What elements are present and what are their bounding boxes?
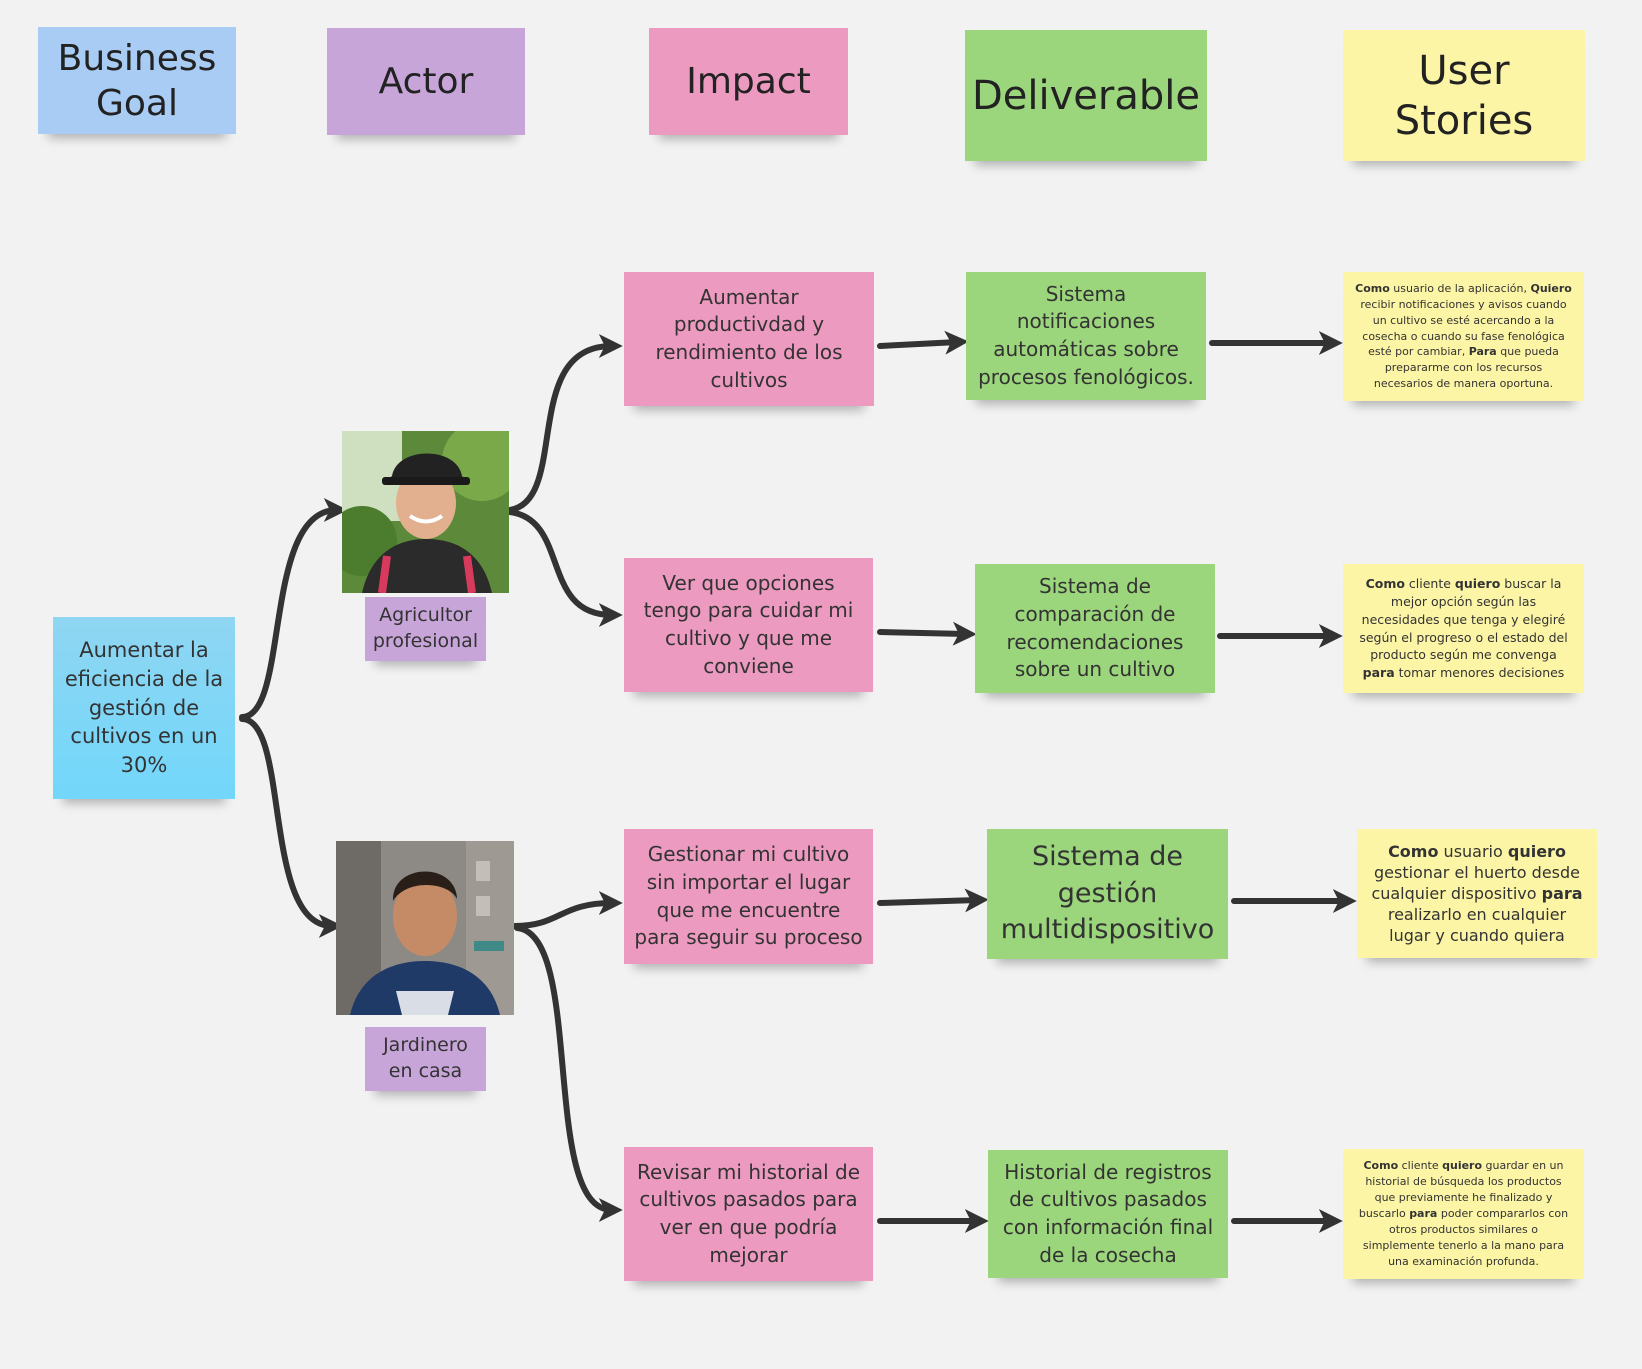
impact-1-text: Aumentar productivdad y rendimiento de l…: [655, 284, 843, 392]
header-deliverable[interactable]: Deliverable: [965, 30, 1207, 161]
user-story-1-text: Como usuario de la aplicación, Quiero re…: [1355, 281, 1572, 393]
deliverable-1-text: Sistema notificaciones automáticas sobre…: [978, 281, 1194, 389]
man-cap-photo-icon: [342, 431, 509, 593]
story-4-kw-para: para: [1409, 1207, 1438, 1221]
deliverable-note-1[interactable]: Sistema notificaciones automáticas sobre…: [966, 272, 1206, 400]
story-3-kw-como: Como: [1388, 841, 1439, 861]
deliverable-note-4[interactable]: Historial de registros de cultivos pasad…: [988, 1150, 1228, 1278]
story-3-kw-para: para: [1541, 883, 1583, 903]
impact-4-text: Revisar mi historial de cultivos pasados…: [636, 1159, 861, 1267]
arrow-actor1-to-impact-1: [507, 334, 623, 513]
impact-3-text: Gestionar mi cultivo sin importar el lug…: [634, 842, 863, 950]
story-2-kw-como: Como: [1365, 576, 1405, 592]
arrow-actor2-to-impact-3: [512, 891, 623, 929]
story-3-part-a: usuario: [1438, 841, 1508, 861]
deliverable-note-2[interactable]: Sistema de comparación de recomendacione…: [975, 564, 1215, 693]
actor-2-photo[interactable]: [336, 841, 514, 1015]
actor-1-label: Agricultor profesional: [372, 604, 479, 652]
header-deliverable-label: Deliverable: [972, 72, 1200, 119]
header-actor[interactable]: Actor: [327, 28, 525, 135]
deliverable-2-text: Sistema de comparación de recomendacione…: [1006, 574, 1184, 682]
arrow-actor2-to-impact-4: [514, 925, 623, 1222]
story-4-kw-quiero: quiero: [1442, 1159, 1483, 1173]
story-2-kw-quiero: quiero: [1454, 576, 1501, 592]
deliverable-3-text: Sistema de gestión multidispositivo: [1000, 841, 1215, 946]
business-goal-text: Aumentar la eficiencia de la gestión de …: [64, 637, 224, 778]
arrow-impact1-to-deliverable-1: [877, 330, 969, 355]
impact-note-3[interactable]: Gestionar mi cultivo sin importar el lug…: [624, 829, 873, 964]
story-1-part-c: que pueda prepararme con los recursos ne…: [1373, 345, 1559, 391]
actor-2-label: Jardinero en casa: [383, 1034, 468, 1082]
header-actor-label: Actor: [378, 61, 474, 102]
story-4-part-a: cliente: [1398, 1159, 1443, 1173]
story-1-part-a: usuario de la aplicación,: [1389, 281, 1531, 295]
actor-1-note[interactable]: Agricultor profesional: [365, 597, 486, 661]
story-2-part-a: cliente: [1404, 576, 1455, 592]
header-business-goal-line1: Business: [57, 37, 217, 79]
story-3-part-c: realizarlo en cualquier lugar y cuando q…: [1387, 905, 1567, 946]
actor-1-photo[interactable]: [342, 431, 509, 593]
header-user-stories-line2: Stories: [1394, 97, 1534, 144]
user-story-note-4[interactable]: Como cliente quiero guardar en un histor…: [1343, 1149, 1584, 1279]
user-story-3-text: Como usuario quiero gestionar el huerto …: [1367, 841, 1587, 947]
story-1-kw-quiero: Quiero: [1530, 281, 1572, 295]
deliverable-note-3[interactable]: Sistema de gestión multidispositivo: [987, 829, 1228, 959]
impact-note-2[interactable]: Ver que opciones tengo para cuidar mi cu…: [624, 558, 873, 692]
user-story-4-text: Como cliente quiero guardar en un histor…: [1355, 1158, 1572, 1270]
user-story-2-text: Como cliente quiero buscar la mejor opci…: [1355, 575, 1572, 682]
business-goal-note[interactable]: Aumentar la eficiencia de la gestión de …: [53, 617, 235, 799]
deliverable-4-text: Historial de registros de cultivos pasad…: [1002, 1159, 1214, 1267]
arrow-impact2-to-deliverable-2: [877, 621, 977, 646]
story-4-kw-como: Como: [1363, 1159, 1399, 1173]
story-4-part-b: guardar en un historial de búsqueda los …: [1358, 1159, 1564, 1221]
header-business-goal-line2: Goal: [96, 82, 178, 124]
arrow-goal-to-actor-2: [239, 716, 343, 938]
actor-2-note[interactable]: Jardinero en casa: [365, 1027, 486, 1091]
story-2-part-b: buscar la mejor opción según las necesid…: [1359, 576, 1568, 663]
impact-2-text: Ver que opciones tengo para cuidar mi cu…: [643, 570, 854, 678]
arrow-impact3-to-deliverable-3: [877, 888, 989, 913]
user-story-note-1[interactable]: Como usuario de la aplicación, Quiero re…: [1343, 272, 1584, 401]
header-impact-label: Impact: [686, 61, 811, 102]
story-4-part-c: poder compararlos con otros productos si…: [1362, 1207, 1569, 1268]
header-impact[interactable]: Impact: [649, 28, 848, 135]
header-user-stories-line1: User: [1418, 47, 1510, 94]
man-city-photo-icon: [336, 841, 514, 1015]
user-story-note-3[interactable]: Como usuario quiero gestionar el huerto …: [1357, 829, 1597, 958]
story-2-kw-para: para: [1362, 665, 1395, 680]
story-2-part-c: tomar menores decisiones: [1394, 665, 1565, 680]
arrow-actor1-to-impact-2: [507, 509, 623, 627]
story-3-part-b: gestionar el huerto desde cualquier disp…: [1371, 862, 1580, 903]
story-1-kw-para: Para: [1468, 345, 1497, 359]
arrow-goal-to-actor-1: [239, 498, 348, 720]
user-story-note-2[interactable]: Como cliente quiero buscar la mejor opci…: [1343, 564, 1584, 693]
story-1-part-b: recibir notificaciones y avisos cuando u…: [1360, 297, 1567, 359]
story-1-kw-como: Como: [1355, 281, 1390, 295]
story-3-kw-quiero: quiero: [1507, 841, 1566, 861]
impact-note-4[interactable]: Revisar mi historial de cultivos pasados…: [624, 1147, 873, 1281]
impact-note-1[interactable]: Aumentar productivdad y rendimiento de l…: [624, 272, 874, 406]
